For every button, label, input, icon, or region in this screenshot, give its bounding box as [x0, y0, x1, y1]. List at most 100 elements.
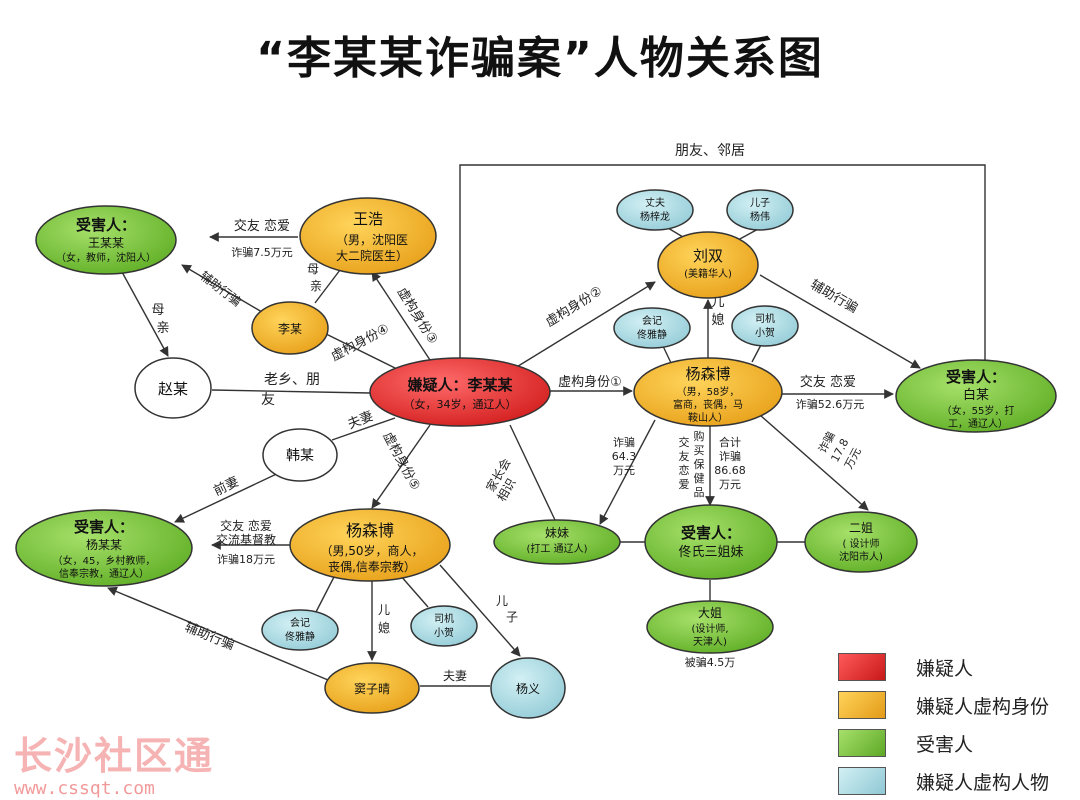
node-victim-erjie: 二姐 ( 设计师 沈阳市人)	[804, 511, 918, 573]
edges	[107, 164, 986, 687]
edge-label: 虚构身份②	[543, 283, 605, 330]
svg-text:妹妹: 妹妹	[545, 526, 569, 540]
node-fake-limou: 李某	[251, 301, 329, 355]
edge-ysb2-kuaiji2	[315, 574, 336, 613]
edge-ysb1-erjie	[759, 414, 869, 511]
legend: 嫌疑人 嫌疑人虚构身份 受害人 嫌疑人虚构人物	[838, 648, 1078, 800]
node-victim-tongshi: 受害人： 佟氏三姐妹	[644, 504, 778, 580]
svg-text:杨某某: 杨某某	[86, 537, 122, 552]
svg-text:受害人：: 受害人：	[74, 518, 134, 536]
edge-liushuang-baimou-top	[459, 164, 986, 372]
edge-liushuang-baimou	[759, 274, 921, 369]
edge-label: 辅助行骗	[182, 620, 236, 653]
edge-label: 友	[679, 449, 690, 463]
svg-text:会记: 会记	[642, 314, 662, 327]
edge-label: 母	[307, 262, 319, 276]
node-victim-dajie: 大姐 (设计师, 天津人)	[646, 600, 774, 654]
legend-swatch	[838, 767, 886, 795]
svg-text:鞍山人）: 鞍山人）	[688, 411, 728, 424]
node-fake-douzijing: 窦子晴	[324, 662, 420, 714]
edge-label: 媳	[378, 620, 390, 635]
node-person-siji-1: 司机 小贺	[731, 305, 799, 347]
svg-text:信奉宗教，通辽人）: 信奉宗教，通辽人）	[59, 567, 149, 580]
node-victim-wangmoumou: 受害人： 王某某 （女，教师，沈阳人）	[35, 205, 177, 275]
edge-suspect-meimei	[509, 424, 556, 521]
edge-limou-wangmoumou	[181, 264, 263, 313]
edge-label: 虚构身份④	[328, 320, 392, 364]
edge-label: 辅助行骗	[807, 277, 860, 316]
node-hanmou: 韩某	[262, 428, 338, 482]
node-person-erzi: 儿子 杨伟	[726, 189, 794, 231]
edge-label: 恋	[679, 463, 690, 477]
edge-label: 前妻	[211, 474, 241, 500]
edge-label: 儿	[378, 603, 390, 617]
svg-text:李某: 李某	[278, 321, 302, 336]
node-fake-yangsenbo-58: 杨森博 （男，58岁， 富商，丧偶，马 鞍山人）	[633, 357, 783, 427]
edge-suspect-ysb2	[371, 424, 431, 509]
edge-douzijing-yangmoumou	[107, 586, 329, 681]
svg-text:白某: 白某	[963, 387, 989, 403]
svg-text:(打工 通辽人): (打工 通辽人)	[527, 542, 588, 555]
watermark: 长沙社区通 www.cssqt.com	[14, 725, 214, 799]
edge-label: 诈骗7.5万元	[231, 245, 293, 259]
svg-text:杨义: 杨义	[516, 681, 540, 696]
svg-text:(设计师,: (设计师,	[691, 622, 728, 635]
edge-suspect-wanghao	[371, 271, 431, 361]
edge-label: 爱	[679, 478, 690, 491]
svg-text:佟雅静: 佟雅静	[285, 630, 315, 643]
svg-text:丈夫: 丈夫	[645, 197, 665, 209]
node-person-kuaiji-2: 会记 佟雅静	[261, 609, 339, 651]
legend-item-fake-identity: 嫌疑人虚构身份	[838, 686, 1078, 724]
watermark-url: www.cssqt.com	[14, 778, 155, 799]
node-victim-yangmoumou: 受害人： 杨某某 （女，45，乡村教师， 信奉宗教，通辽人）	[15, 509, 193, 587]
node-person-kuaiji-1: 会记 佟雅静	[613, 307, 691, 349]
svg-text:受害人：: 受害人：	[681, 524, 741, 542]
edge-label: 子	[506, 610, 518, 624]
edge-label: 儿	[711, 295, 724, 310]
edge-label: 交	[679, 435, 690, 449]
svg-text:嫌疑人：李某某: 嫌疑人：李某某	[406, 376, 513, 394]
svg-text:赵某: 赵某	[158, 380, 188, 398]
edge-suspect-liushuang	[514, 281, 656, 369]
node-fake-yangsenbo-50: 杨森博 （男,50岁，商人， 丧偶,信奉宗教）	[289, 508, 451, 582]
svg-text:（女，教师，沈阳人）: （女，教师，沈阳人）	[56, 251, 156, 264]
edge-label: 诈骗	[719, 449, 741, 463]
edge-label: 64.3	[612, 450, 637, 463]
svg-text:刘双: 刘双	[693, 247, 723, 265]
edge-label: 老乡、朋	[264, 372, 320, 388]
edge-label: 夫妻	[346, 409, 376, 433]
svg-text:（男，沈阳医: （男，沈阳医	[336, 232, 408, 247]
edge-ysb2-siji2	[399, 574, 429, 608]
svg-text:会记: 会记	[290, 616, 310, 629]
svg-text:天津人): 天津人)	[693, 636, 727, 648]
svg-text:杨伟: 杨伟	[750, 210, 770, 223]
svg-text:沈阳市人): 沈阳市人)	[839, 550, 883, 563]
svg-text:司机: 司机	[755, 312, 775, 325]
svg-text:佟氏三姐妹: 佟氏三姐妹	[678, 544, 743, 560]
edge-label: 诈骗	[613, 435, 635, 449]
svg-text:（男,50岁，商人，: （男,50岁，商人，	[320, 543, 423, 558]
page-title: “李某某诈骗案”人物关系图	[256, 33, 824, 84]
edge-wanghao-limou	[314, 269, 341, 304]
svg-text:韩某: 韩某	[286, 448, 314, 464]
edge-label: 保	[694, 457, 705, 471]
svg-text:杨森博: 杨森博	[685, 365, 730, 383]
node-zhaomou: 赵某	[134, 357, 212, 419]
legend-label: 嫌疑人虚构身份	[916, 695, 1050, 718]
edge-hanmou-yangmoumou	[174, 469, 286, 523]
svg-text:儿子: 儿子	[750, 197, 770, 209]
edge-label: 万元	[613, 464, 635, 477]
edge-label: 交友 恋爱	[800, 374, 856, 390]
edge-label: 虚构身份⑤	[380, 429, 424, 493]
legend-swatch	[838, 691, 886, 719]
edge-label: 交友 恋爱	[234, 218, 290, 234]
svg-text:(美籍华人): (美籍华人)	[684, 267, 732, 280]
svg-text:大姐: 大姐	[698, 606, 722, 620]
edge-label: 86.68	[714, 464, 746, 477]
edge-zhaomou-suspect	[211, 389, 371, 394]
svg-text:杨森博: 杨森博	[346, 521, 394, 540]
edge-label: 被骗4.5万	[685, 655, 736, 669]
svg-text:杨梓龙: 杨梓龙	[640, 210, 670, 223]
edge-label: 儿	[496, 594, 508, 608]
